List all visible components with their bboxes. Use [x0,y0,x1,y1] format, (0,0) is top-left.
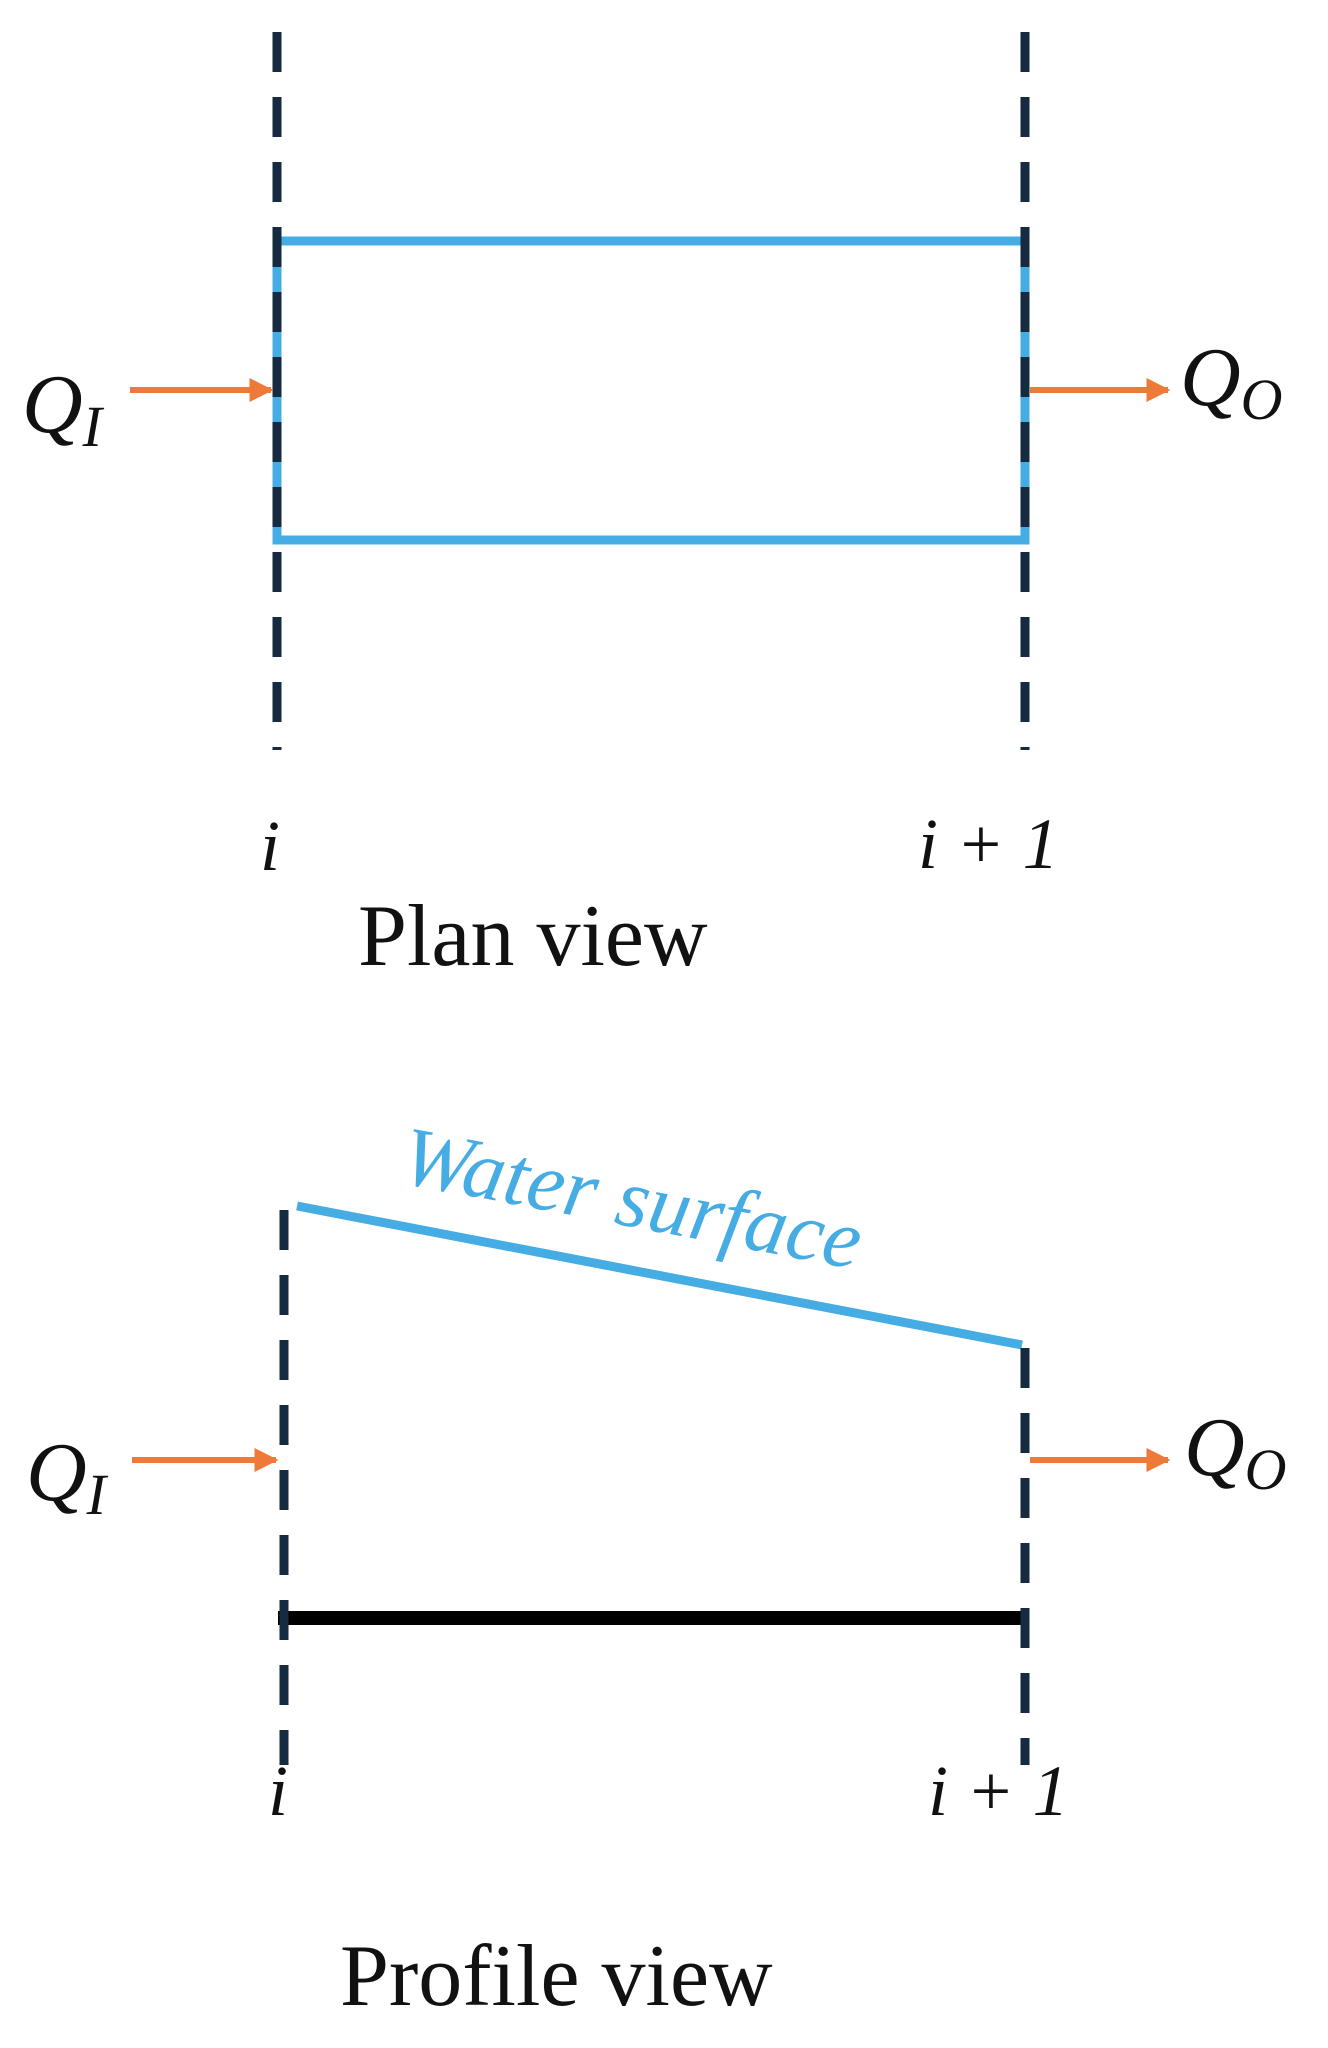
profile-water-surface-label: Water surface [394,1109,869,1288]
profile-water-surface-line [296,1201,1023,1350]
profile-view-title: Profile view [340,1928,773,2025]
profile-view: Water surface QI QO i i + 1 Profile view [26,1109,1287,2025]
plan-view-title: Plan view [358,888,708,985]
plan-section-label-right: i + 1 [918,804,1059,884]
profile-outflow-label: QO [1184,1401,1287,1502]
plan-section-label-left: i [260,806,280,886]
profile-section-label-left: i [268,1751,288,1831]
profile-section-label-right: i + 1 [928,1751,1069,1831]
plan-inflow-label: QI [22,358,105,459]
plan-outflow-label: QO [1180,331,1283,432]
plan-channel-reach [272,236,1030,545]
profile-inflow-label: QI [26,1426,109,1527]
plan-view: QI QO i i + 1 Plan view [22,32,1283,985]
